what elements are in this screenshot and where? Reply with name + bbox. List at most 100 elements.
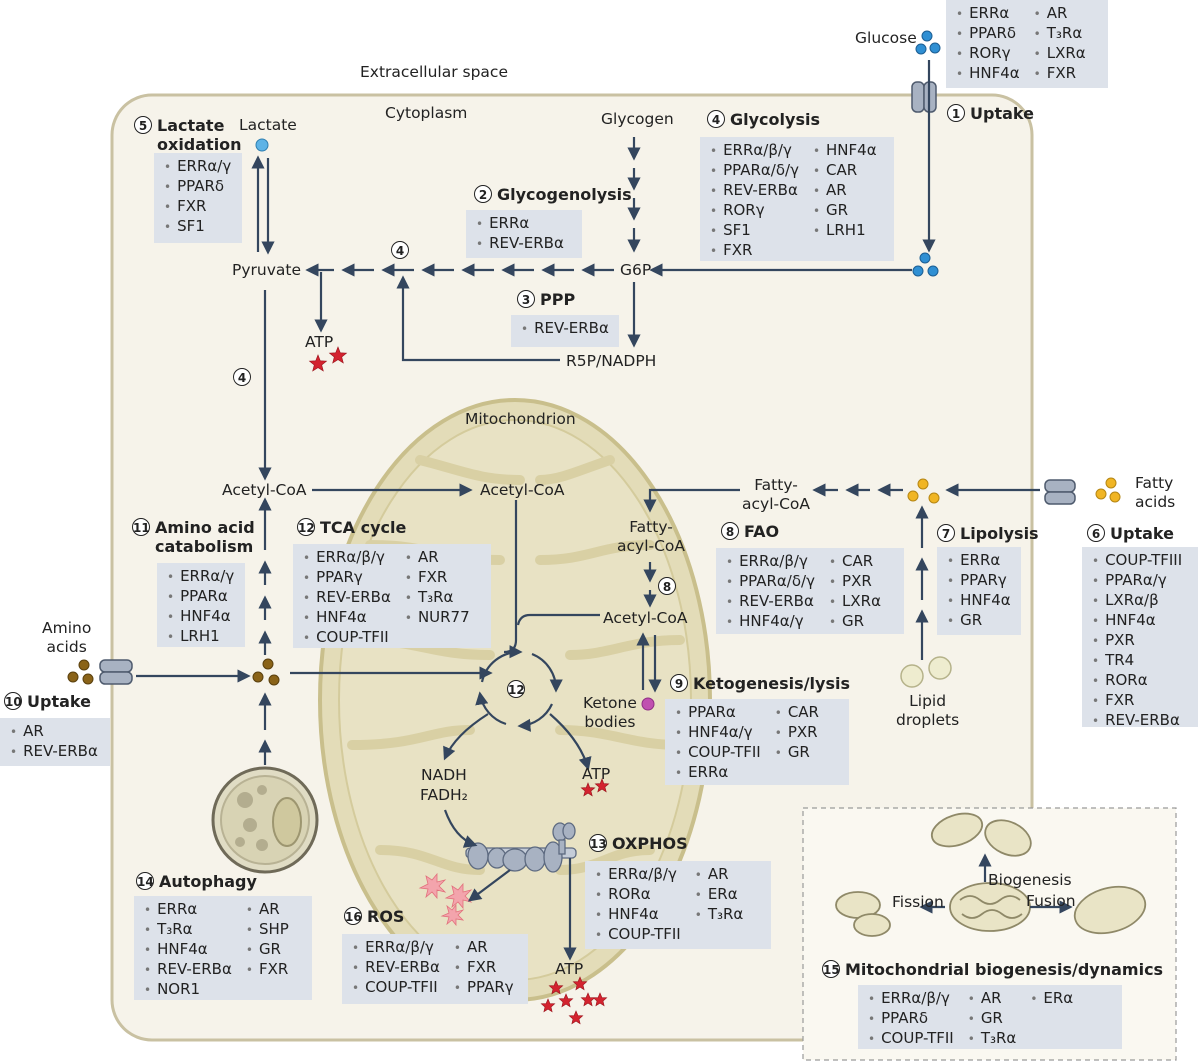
step-number-6: 6 (1087, 524, 1105, 542)
regulator-box-7: ERRαPPARγHNF4αGR (937, 547, 1021, 635)
label-lactate: Lactate (239, 116, 297, 134)
regulator-item: PPARγ (303, 568, 391, 588)
regulator-box-3: REV-ERBα (511, 315, 619, 347)
regulator-item: PXR (829, 572, 881, 592)
step-number-2: 2 (474, 185, 492, 203)
autophagosome-shape (211, 766, 319, 874)
regulator-item: T₃Rα (968, 1029, 1017, 1049)
regulator-box-5: ERRα/γPPARδFXRSF1 (154, 153, 242, 243)
regulator-box-1: ERRαPPARδRORγHNF4αART₃RαLXRαFXR (946, 0, 1108, 88)
regulator-item: RORγ (710, 201, 799, 221)
regulator-item: PPARγ (454, 978, 514, 998)
step-number-3: 3 (517, 290, 535, 308)
step-number-15: 15 (822, 960, 840, 978)
step-heading-8: 8 FAO (721, 522, 779, 541)
regulator-box-11: ERRα/γPPARαHNF4αLRH1 (157, 563, 245, 647)
step-title: Autophagy (159, 872, 257, 891)
step-title: ROS (367, 907, 405, 926)
step-number-13: 13 (589, 834, 607, 852)
label-glucose: Glucose (855, 29, 917, 47)
regulator-item: ERRα/β/γ (726, 552, 815, 572)
step-number-1: 1 (947, 104, 965, 122)
lipid-droplets (900, 656, 952, 688)
regulator-item: ERRα/γ (164, 157, 231, 177)
regulator-item: T₃Rα (405, 588, 470, 608)
regulator-item: HNF4α (144, 940, 232, 960)
step-number-14: 14 (136, 872, 154, 890)
regulator-item: T₃Rα (144, 920, 232, 940)
regulator-item: ERα (1030, 989, 1073, 1009)
regulator-item: SF1 (710, 221, 799, 241)
regulator-item: RORα (1092, 671, 1182, 691)
step-title: PPP (540, 290, 576, 309)
regulator-item: CAR (775, 703, 819, 723)
regulator-item: HNF4α (595, 905, 681, 925)
label-fatty-acyl-coa-cyto: Fatty- acyl-CoA (742, 476, 811, 513)
regulator-item: ERRα (144, 900, 232, 920)
label-glycogen: Glycogen (601, 110, 674, 128)
regulator-item: NOR1 (144, 980, 232, 1000)
regulator-box-14: ERRαT₃RαHNF4αREV-ERBαNOR1ARSHPGRFXR (134, 896, 312, 1000)
regulator-item: FXR (405, 568, 470, 588)
step-number-12: 12 (297, 518, 315, 536)
step-number-8: 8 (658, 577, 676, 595)
step-title: FAO (744, 522, 780, 541)
regulator-item: PPARδ (164, 177, 231, 197)
mito-dynamics-shapes (835, 812, 1147, 937)
regulator-item: AR (246, 900, 289, 920)
label-acetyl-coa-mito: Acetyl-CoA (603, 609, 688, 627)
regulator-item: PPARδ (956, 24, 1020, 44)
step-number-11: 11 (132, 518, 150, 536)
regulator-item: LRH1 (813, 221, 877, 241)
step-heading-11: 11 Amino acid catabolism (132, 518, 255, 556)
regulator-item: ERRα/β/γ (868, 989, 954, 1009)
regulator-item: ERRα/β/γ (303, 548, 391, 568)
regulator-item: HNF4α/γ (726, 612, 815, 632)
label-extracellular: Extracellular space (360, 63, 508, 81)
step-number-7: 7 (937, 524, 955, 542)
label-fatty-acids: Fatty acids (1135, 474, 1176, 511)
regulator-item: REV-ERBα (303, 588, 391, 608)
regulator-item: PPARα/γ (1092, 571, 1182, 591)
regulator-box-9: PPARαHNF4α/γCOUP-TFIIERRαCARPXRGR (665, 699, 849, 785)
regulator-box-12: ERRα/β/γPPARγREV-ERBαHNF4αCOUP-TFIIARFXR… (293, 544, 491, 648)
regulator-item: RORγ (956, 44, 1020, 64)
step-title: Glycogenolysis (497, 185, 632, 204)
regulator-item: PPARα/δ/γ (726, 572, 815, 592)
regulator-item: AR (1034, 4, 1086, 24)
regulator-item: COUP-TFIII (1092, 551, 1182, 571)
atp-star-2 (558, 993, 574, 1008)
atp-stars (308, 346, 610, 797)
fatty-acid-molecules (907, 477, 1121, 504)
regulator-box-4: ERRα/β/γPPARα/δ/γREV-ERBαRORγSF1FXRHNF4α… (700, 137, 894, 261)
regulator-item: ERRα/β/γ (710, 141, 799, 161)
regulator-item: REV-ERBα (521, 319, 609, 339)
regulator-item: AR (405, 548, 470, 568)
glucose-transporter (911, 81, 937, 113)
regulator-item: HNF4α (956, 64, 1020, 84)
label-atp-tca: ATP (582, 765, 611, 783)
regulator-item: REV-ERBα (352, 958, 440, 978)
label-amino-acids: Amino acids (42, 619, 92, 656)
step-number-8: 8 (721, 522, 739, 540)
label-fusion: Fusion (1026, 892, 1076, 910)
step-title: Amino acid catabolism (155, 518, 255, 556)
regulator-item: TR4 (1092, 651, 1182, 671)
label-mitochondrion: Mitochondrion (465, 410, 576, 428)
label-atp-oxphos: ATP (555, 960, 584, 978)
regulator-item: COUP-TFII (675, 743, 761, 763)
step-number-4-b: 4 (233, 368, 251, 386)
label-lipid-droplets: Lipid droplets (896, 692, 960, 729)
amino-acid-transporter (99, 659, 133, 685)
regulator-box-15: ERRα/β/γPPARδCOUP-TFIIARGRT₃RαERα (858, 985, 1122, 1049)
regulator-item: SF1 (164, 217, 231, 237)
regulator-box-8: ERRα/β/γPPARα/δ/γREV-ERBαHNF4α/γCARPXRLX… (716, 548, 904, 634)
label-g6p: G6P (620, 261, 652, 279)
regulator-item: ERα (695, 885, 744, 905)
regulator-item: AR (968, 989, 1017, 1009)
